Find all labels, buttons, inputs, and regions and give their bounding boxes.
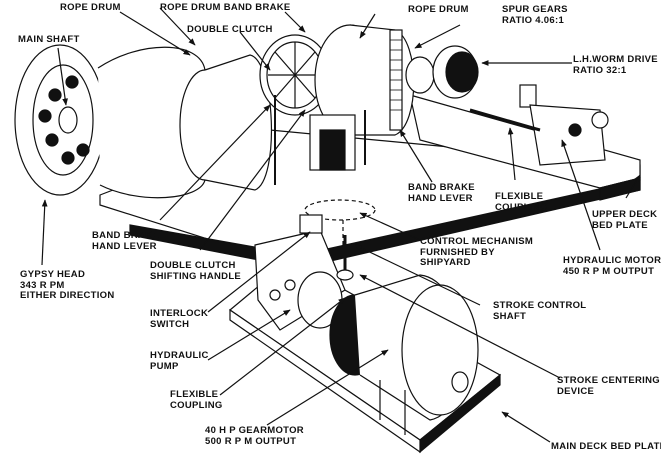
hydraulic-pump [254, 214, 354, 331]
label-rope-drum-right: ROPE DRUM [408, 4, 469, 15]
label-rope-drum-left: ROPE DRUM [60, 2, 121, 13]
control-mechanism-outline [304, 199, 376, 245]
leader-lines [41, 7, 641, 443]
gypsy-head [14, 44, 106, 196]
label-rope-drum-band-brake: ROPE DRUM BAND BRAKE [160, 2, 291, 13]
worm-drive-gears [405, 45, 479, 99]
clutch-stand [274, 95, 366, 185]
rope-drum-right [314, 24, 415, 136]
label-double-clutch: DOUBLE CLUTCH [187, 24, 273, 35]
hydraulic-motor [469, 84, 609, 166]
label-main-shaft: MAIN SHAFT [18, 34, 80, 45]
rope-drum-left [97, 46, 272, 199]
label-main-deck-bed-plate: MAIN DECK BED PLATE [551, 441, 661, 452]
gearmotor [329, 274, 479, 435]
